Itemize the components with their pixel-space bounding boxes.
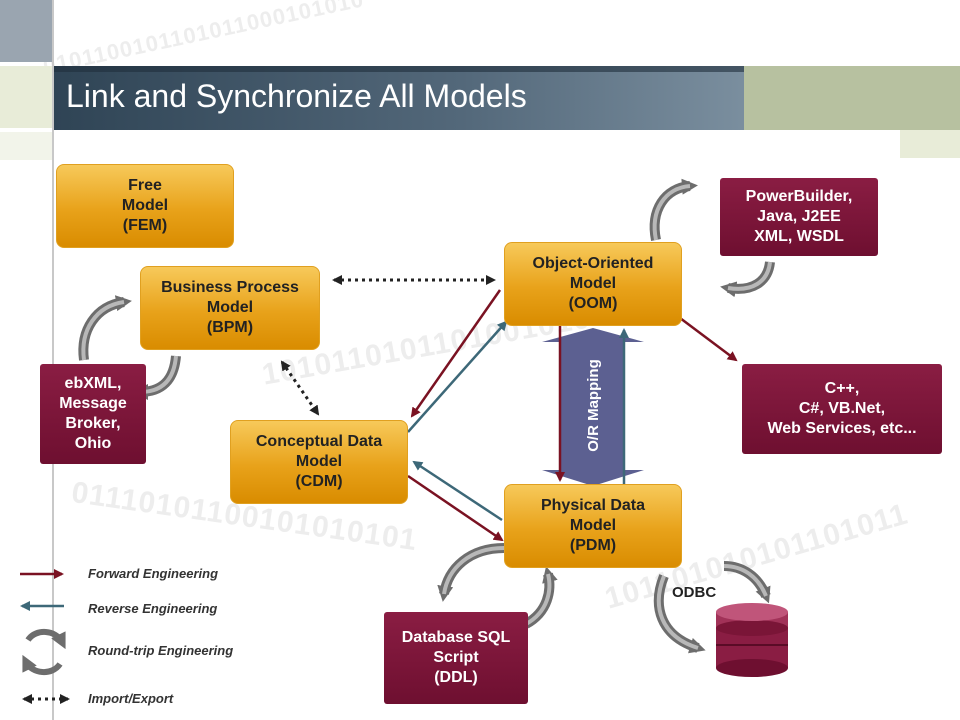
- cpp-csharp-box: C++, C#, VB.Net, Web Services, etc...: [742, 364, 942, 454]
- bpm-line1: Business Process: [161, 279, 299, 296]
- or-mapping-label: O/R Mapping: [584, 358, 602, 452]
- cdm-line3: (CDM): [295, 473, 343, 490]
- powerbuilder-line1: PowerBuilder,: [745, 188, 853, 205]
- powerbuilder-box: PowerBuilder, Java, J2EE XML, WSDL: [720, 178, 878, 256]
- or-mapping-label-box: O/R Mapping: [576, 345, 610, 465]
- powerbuilder-line3: XML, WSDL: [754, 228, 844, 245]
- free-model-box: Free Model (FEM): [56, 164, 234, 248]
- pdm-line2: Model: [569, 517, 617, 534]
- powerbuilder-line2: Java, J2EE: [757, 208, 841, 225]
- legend-reverse-label: Reverse Engineering: [88, 601, 218, 616]
- bpm-line3: (BPM): [206, 319, 254, 336]
- cpp-line2: C#, VB.Net,: [798, 400, 886, 417]
- conceptual-data-model-box: Conceptual Data Model (CDM): [230, 420, 408, 504]
- vertical-divider: [52, 0, 54, 720]
- oom-line2: Model: [569, 275, 617, 292]
- ebxml-line4: Ohio: [74, 435, 112, 452]
- cdm-line2: Model: [295, 453, 343, 470]
- database-sql-script-box: Database SQL Script (DDL): [384, 612, 528, 704]
- oom-line3: (OOM): [568, 295, 618, 312]
- free-model-line3: (FEM): [122, 217, 168, 234]
- legend-forward-label: Forward Engineering: [88, 566, 219, 581]
- reverse-arrow-pdm-to-cdm: [412, 460, 503, 522]
- pdm-line3: (PDM): [569, 537, 617, 554]
- cpp-line1: C++,: [824, 380, 860, 397]
- legend-roundtrip-label: Round-trip Engineering: [88, 643, 234, 658]
- ebxml-line3: Broker,: [65, 415, 121, 432]
- pdm-line1: Physical Data: [540, 497, 646, 514]
- object-oriented-model-box: Object-Oriented Model (OOM): [504, 242, 682, 326]
- sql-line2: Script: [433, 649, 479, 666]
- ebxml-box: ebXML, Message Broker, Ohio: [40, 364, 146, 464]
- legend-roundtrip-icon: [25, 629, 66, 650]
- sql-line1: Database SQL: [401, 629, 511, 646]
- import-export-bpm-cdm: [280, 360, 320, 416]
- or-mapping-arrow: [542, 328, 644, 486]
- database-icon: [716, 603, 788, 677]
- odbc-label: ODBC: [672, 584, 717, 601]
- forward-arrow-oom-to-cpp: [679, 317, 738, 362]
- free-model-line2: Model: [121, 197, 169, 214]
- forward-arrow-oom-to-cdm: [410, 289, 502, 418]
- oom-line1: Object-Oriented: [532, 255, 654, 272]
- ebxml-line1: ebXML,: [64, 375, 122, 392]
- legend-import-export-label: Import/Export: [88, 691, 174, 706]
- title-bar-accent-small: [900, 130, 960, 158]
- left-decoration: [0, 0, 52, 720]
- roundtrip-loop-oom-powerbuilder: [649, 178, 698, 241]
- business-process-model-box: Business Process Model (BPM): [140, 266, 320, 350]
- physical-data-model-box: Physical Data Model (PDM): [504, 484, 682, 568]
- slide-title: Link and Synchronize All Models: [66, 78, 527, 114]
- cdm-line1: Conceptual Data: [255, 433, 383, 450]
- title-bar-accent: [744, 66, 960, 130]
- sql-line3: (DDL): [434, 669, 478, 686]
- bpm-line2: Model: [206, 299, 254, 316]
- free-model-line1: Free: [128, 177, 162, 194]
- reverse-arrow-cdm-to-oom: [407, 320, 508, 433]
- ebxml-line2: Message: [59, 395, 127, 412]
- cpp-line3: Web Services, etc...: [767, 420, 917, 437]
- forward-arrow-cdm-to-pdm: [407, 474, 504, 542]
